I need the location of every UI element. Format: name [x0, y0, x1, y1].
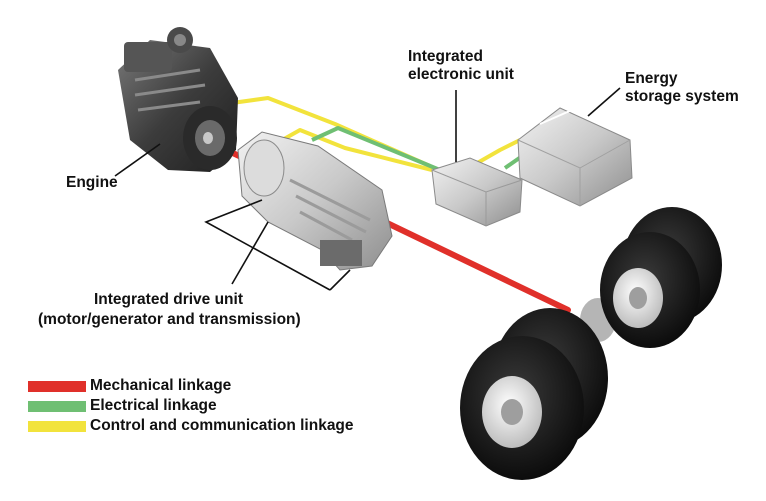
- drive-unit-label-line1: Integrated drive unit: [94, 291, 243, 308]
- electronic-unit-label-line1: Integrated: [408, 48, 483, 65]
- legend-swatch-electrical: [28, 401, 86, 412]
- axle-wheels-icon: [460, 207, 722, 480]
- legend-swatch-mechanical: [28, 381, 86, 392]
- legend-label-control: Control and communication linkage: [90, 417, 354, 434]
- drive-unit-label-line2: (motor/generator and transmission): [38, 311, 301, 328]
- transmission-icon: [237, 131, 393, 271]
- legend-swatch-control: [28, 421, 86, 432]
- legend-label-electrical: Electrical linkage: [90, 397, 217, 414]
- legend-label-mechanical: Mechanical linkage: [90, 377, 232, 394]
- leader-lines: [114, 87, 621, 291]
- energy-storage-label-line2: storage system: [625, 88, 739, 105]
- engine-icon: [118, 27, 238, 172]
- energy-storage-label-line1: Energy: [625, 70, 678, 87]
- electronic-unit-label-line2: electronic unit: [408, 66, 514, 83]
- electronic-unit-icon: [431, 157, 523, 227]
- battery-pack-icon: [517, 107, 633, 207]
- engine-label: Engine: [66, 174, 118, 191]
